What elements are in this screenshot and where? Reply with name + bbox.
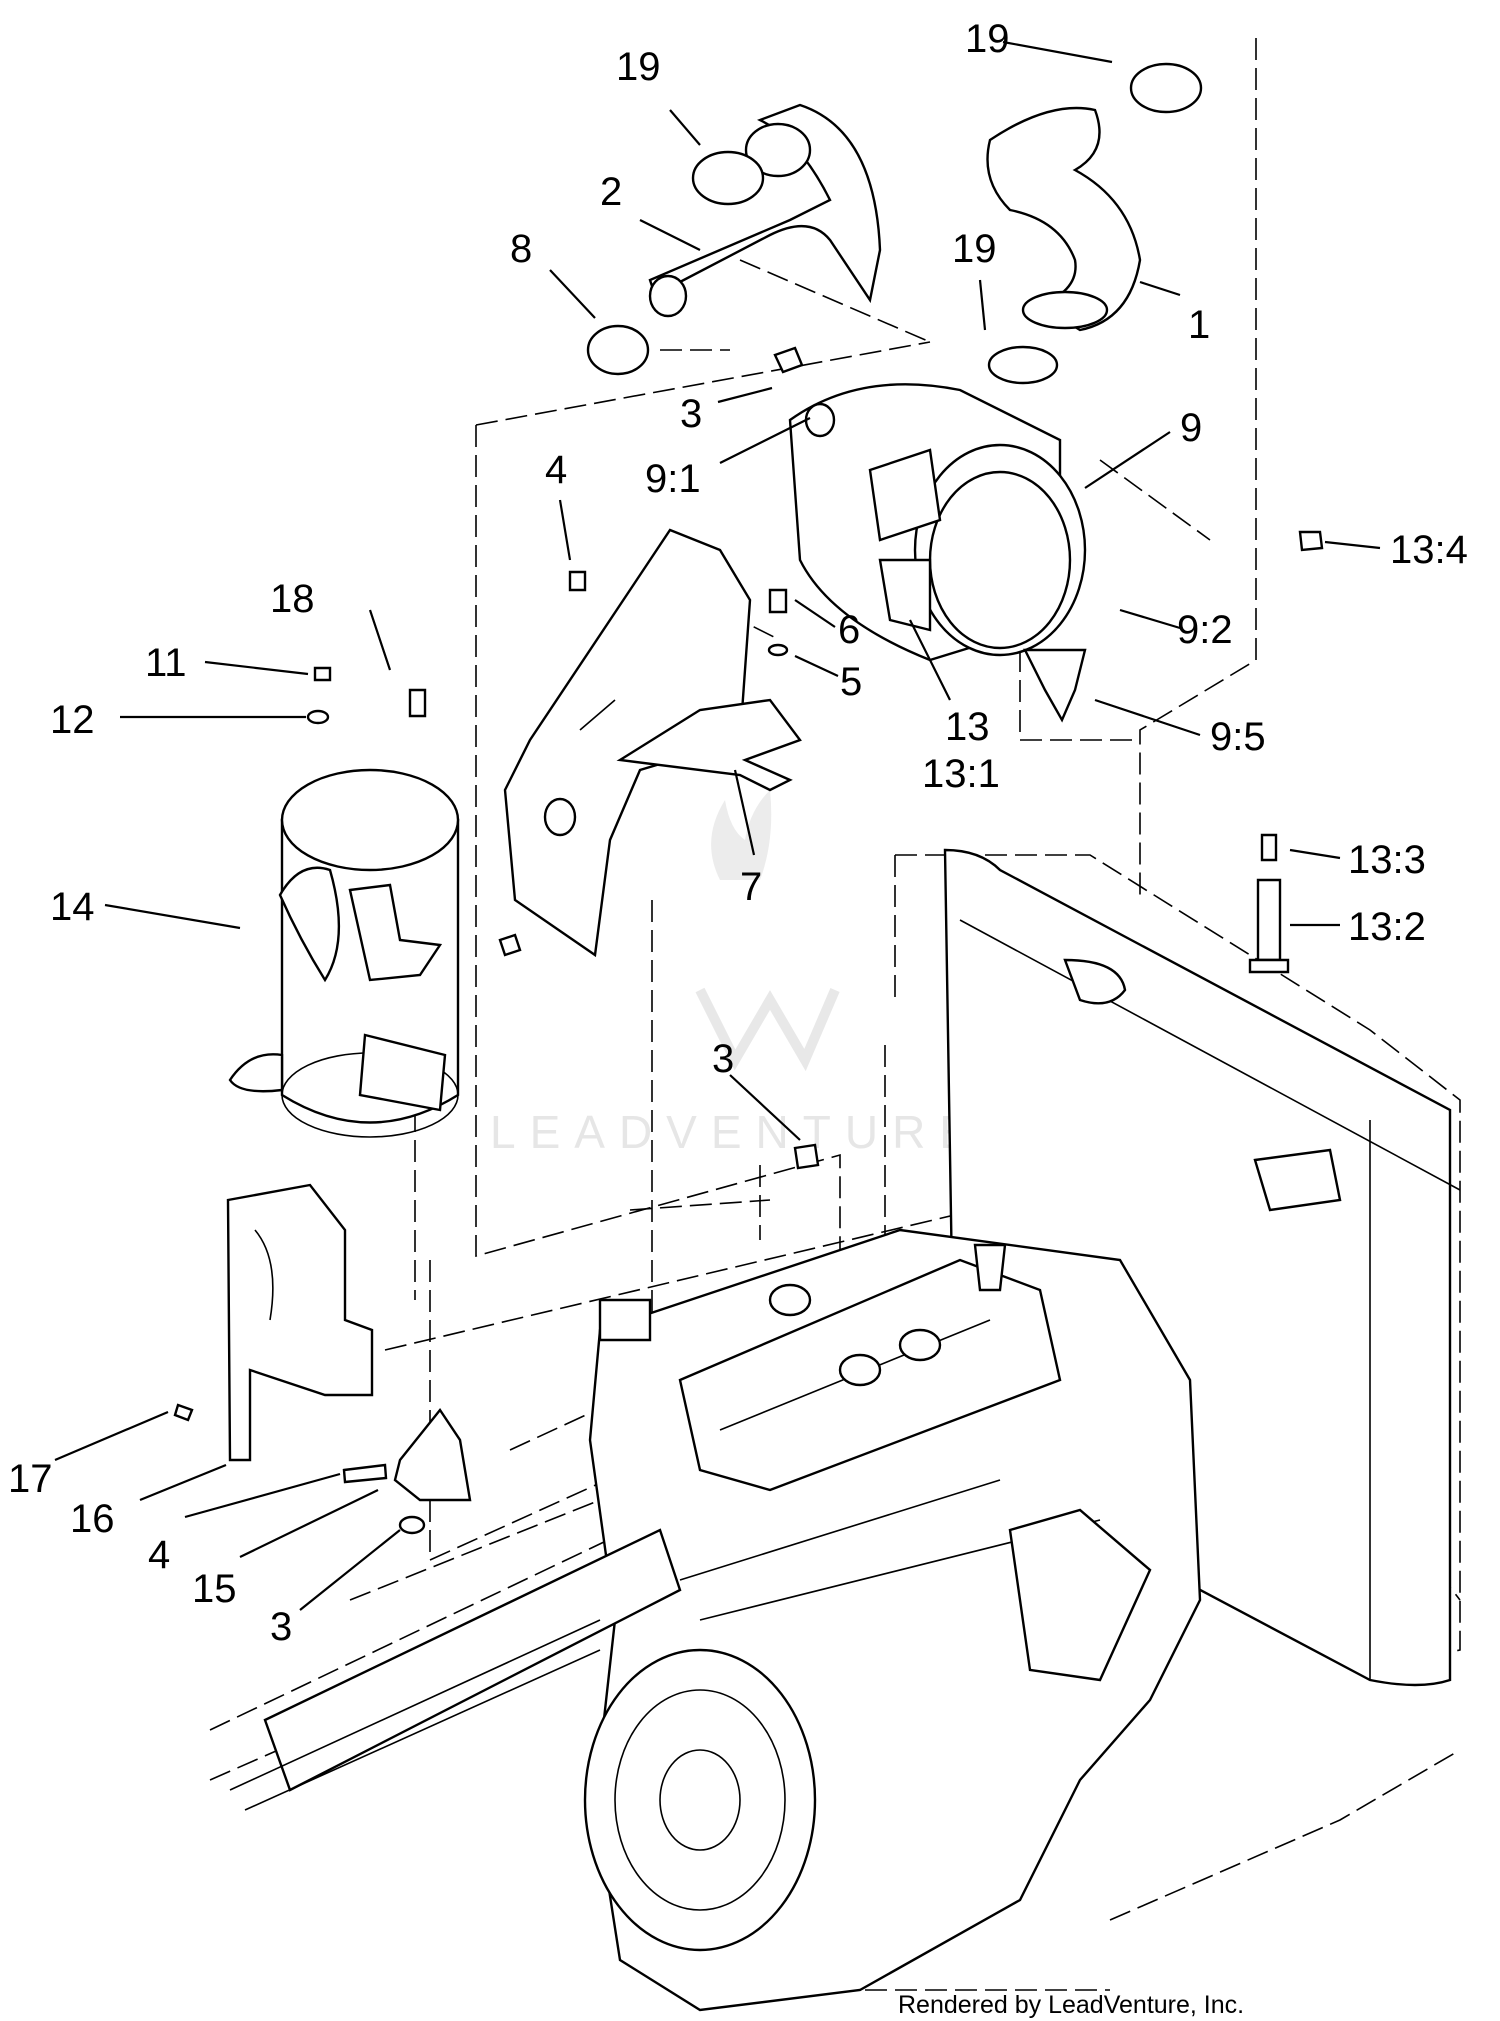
callout-13: 13 — [945, 705, 990, 749]
callout-18: 18 — [270, 577, 315, 621]
callout-2: 2 — [600, 170, 622, 214]
callout-9-5: 9:5 — [1210, 715, 1266, 759]
air-cleaner-9 — [788, 383, 1087, 723]
render-credit: Rendered by LeadVenture, Inc. — [898, 1991, 1244, 2019]
leader-lines — [54, 40, 1381, 1611]
callout-16: 16 — [70, 1497, 115, 1541]
callout-13-1: 13:1 — [922, 752, 1000, 796]
air-intake-hose-1 — [986, 106, 1142, 332]
callout-7: 7 — [740, 865, 762, 909]
callout-5: 5 — [840, 660, 862, 704]
frame-rail — [229, 1528, 682, 1811]
muffler-bracket-15 — [393, 1407, 472, 1502]
callout-4-top: 4 — [545, 448, 567, 492]
callout-17: 17 — [8, 1457, 53, 1501]
callout-12: 12 — [50, 698, 95, 742]
callout-19-mid: 19 — [952, 227, 997, 271]
callout-3-top: 3 — [680, 392, 702, 436]
muffler-14 — [228, 768, 460, 1138]
callout-8: 8 — [510, 227, 532, 271]
callout-13-2: 13:2 — [1348, 905, 1426, 949]
mounting-bracket-7 — [503, 528, 802, 958]
callout-15: 15 — [192, 1567, 237, 1611]
watermark: LEADVENTURE — [490, 790, 984, 1158]
callout-11: 11 — [145, 641, 187, 685]
callout-4-bottom: 4 — [148, 1533, 170, 1577]
watermark-text: LEADVENTURE — [490, 1106, 984, 1158]
callout-9-2: 9:2 — [1177, 608, 1233, 652]
callout-9: 9 — [1180, 406, 1202, 450]
callout-13-3: 13:3 — [1348, 838, 1426, 882]
engine-block — [583, 1228, 1202, 2012]
heat-shield-16 — [226, 1183, 374, 1462]
callout-3-mid: 3 — [712, 1037, 734, 1081]
callout-6: 6 — [838, 608, 860, 652]
callout-1: 1 — [1188, 303, 1210, 347]
hose-clamps — [586, 62, 1203, 385]
callout-19-left: 19 — [616, 45, 661, 89]
callout-labels: 19 19 2 8 19 1 3 9:1 9 4 13:4 18 11 6 9:… — [8, 17, 1468, 1649]
callout-19-top: 19 — [965, 17, 1010, 61]
air-intake-hose-2 — [648, 103, 882, 318]
callout-9-1: 9:1 — [645, 457, 701, 501]
callout-14: 14 — [50, 885, 95, 929]
callout-13-4: 13:4 — [1390, 528, 1468, 572]
fasteners — [173, 346, 1324, 1535]
callout-3-bottom: 3 — [270, 1605, 292, 1649]
